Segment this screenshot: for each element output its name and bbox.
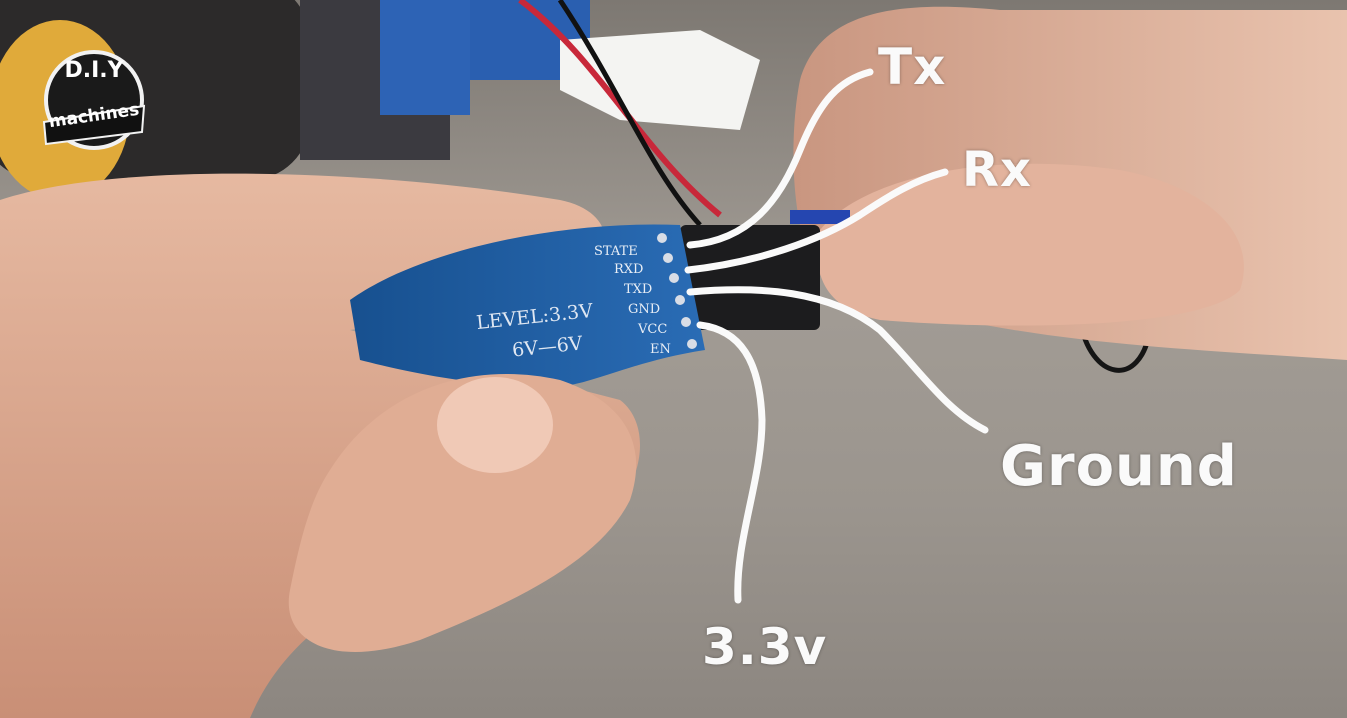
white-part bbox=[560, 30, 760, 130]
voltage-line bbox=[696, 321, 766, 604]
pin-label-state: STATE bbox=[594, 244, 638, 259]
robot-board bbox=[380, 0, 470, 115]
tx-line bbox=[686, 68, 874, 249]
thumbnail bbox=[437, 377, 553, 473]
callout-rx: Rx bbox=[962, 142, 1032, 198]
blue-wire bbox=[790, 210, 850, 224]
black-wire bbox=[557, 0, 702, 227]
ground-line bbox=[686, 286, 989, 434]
callout-tx: Tx bbox=[878, 38, 947, 96]
right-thumb bbox=[817, 163, 1244, 326]
rx-line bbox=[684, 168, 949, 274]
logo-top-text: D.I.Y bbox=[64, 58, 124, 83]
bluetooth-module bbox=[350, 224, 705, 386]
pin-label-rxd: RXD bbox=[614, 262, 644, 277]
pin-label-vcc: VCC bbox=[638, 322, 668, 337]
logo-badge-icon bbox=[42, 50, 146, 150]
pin-label-en: EN bbox=[650, 342, 671, 357]
pin-label-gnd: GND bbox=[628, 302, 661, 317]
callout-voltage: 3.3v bbox=[702, 618, 828, 676]
callout-ground: Ground bbox=[1000, 434, 1238, 499]
pin-label-txd: TXD bbox=[624, 282, 653, 297]
left-hand bbox=[0, 173, 640, 718]
diy-machines-logo: D.I.Y machines bbox=[38, 50, 150, 150]
left-thumb bbox=[288, 374, 637, 652]
